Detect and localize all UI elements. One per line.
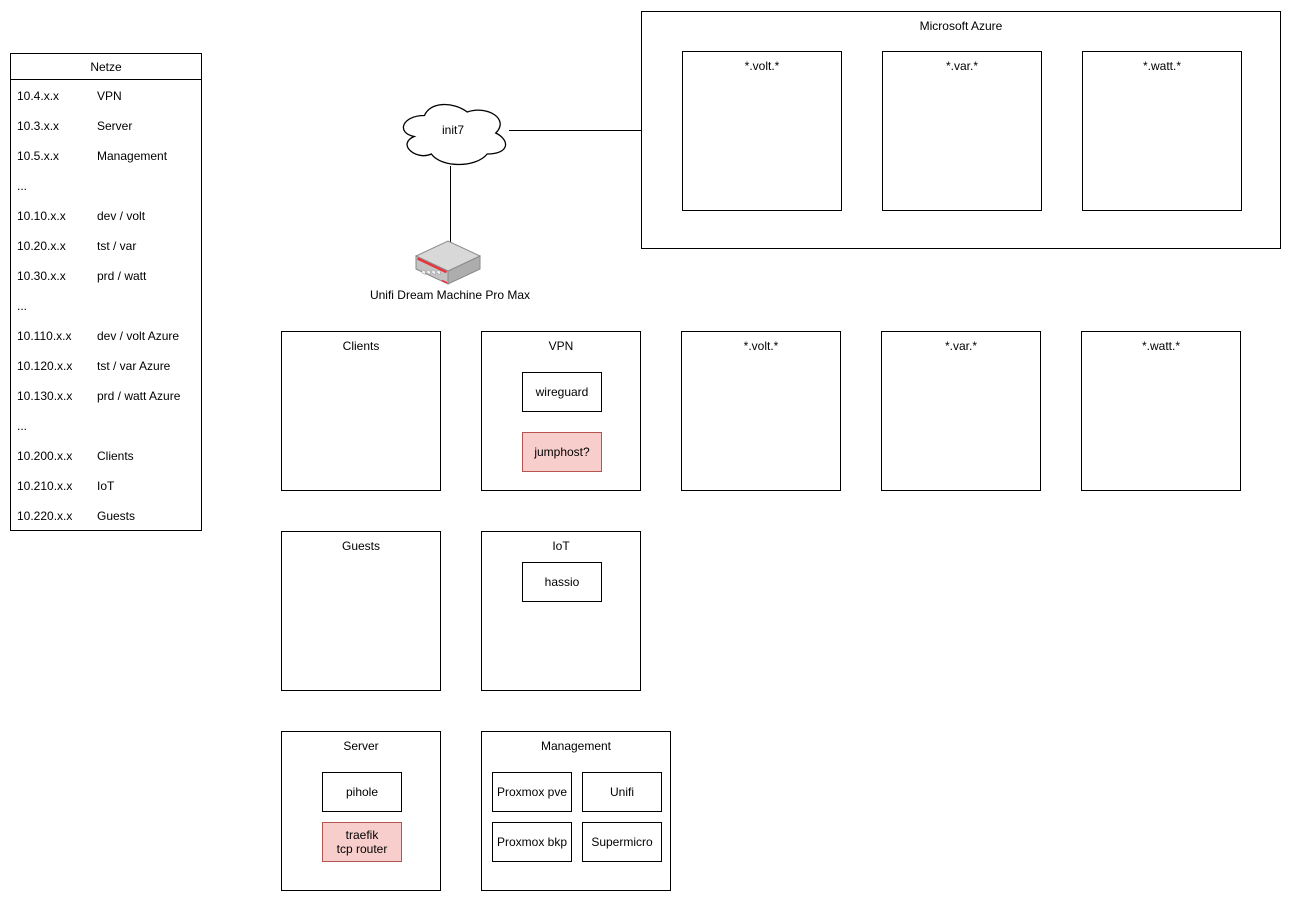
network-volt: *.volt.*	[681, 331, 841, 491]
internet-cloud-icon	[395, 97, 511, 169]
guests-title: Guests	[341, 539, 380, 553]
netze-row-ip: 10.3.x.x	[17, 119, 60, 133]
netze-row-ip: 10.30.x.x	[17, 269, 66, 283]
netze-row-ip: 10.200.x.x	[17, 449, 73, 463]
netze-row-ip: ...	[17, 299, 28, 313]
netze-table-rows: 10.4.x.x VPN 10.3.x.x Server 10.5.x.x Manag…	[11, 81, 201, 530]
node-supermicro: Supermicro	[582, 822, 662, 862]
netze-row-name: tst / var	[97, 239, 137, 253]
netze-row-ip: 10.130.x.x	[17, 389, 73, 403]
edge-cloud-to-azure	[509, 130, 641, 131]
netze-row: 10.220.x.x Guests	[11, 501, 201, 531]
var-title: *.var.*	[944, 339, 977, 353]
network-vpn: VPN wireguard jumphost?	[481, 331, 641, 491]
netze-row: 10.5.x.x Management	[11, 141, 201, 171]
netze-row-ip: 10.120.x.x	[17, 359, 73, 373]
node-hassio: hassio	[522, 562, 602, 602]
netze-row-name: prd / watt Azure	[97, 389, 181, 403]
netze-row-ip: 10.20.x.x	[17, 239, 66, 253]
netze-row-name: prd / watt	[97, 269, 147, 283]
netze-row-ip: 10.210.x.x	[17, 479, 73, 493]
netze-row: 10.110.x.x dev / volt Azure	[11, 321, 201, 351]
management-title: Management	[540, 739, 612, 753]
network-watt: *.watt.*	[1081, 331, 1241, 491]
server-title: Server	[343, 739, 379, 753]
udm-router-icon	[414, 239, 482, 285]
cloud-label: init7	[441, 123, 464, 137]
azure-title: Microsoft Azure	[919, 19, 1003, 33]
netze-row-name: Management	[97, 149, 168, 163]
netze-row: ...	[11, 411, 201, 441]
netze-row: 10.20.x.x tst / var	[11, 231, 201, 261]
netze-row-name: IoT	[97, 479, 115, 493]
netze-row-ip: 10.10.x.x	[17, 209, 66, 223]
node-wireguard: wireguard	[522, 372, 602, 412]
volt-title: *.volt.*	[743, 339, 779, 353]
netze-row-ip: 10.5.x.x	[17, 149, 60, 163]
network-management: Management Proxmox pve Unifi Proxmox bkp…	[481, 731, 671, 891]
netze-row-name: Guests	[97, 509, 136, 523]
network-iot: IoT hassio	[481, 531, 641, 691]
azure-box-var: *.var.*	[882, 51, 1042, 211]
azure-box-watt: *.watt.*	[1082, 51, 1242, 211]
netze-row-ip: 10.110.x.x	[17, 329, 72, 343]
netze-row: 10.3.x.x Server	[11, 111, 201, 141]
clients-title: Clients	[342, 339, 380, 353]
node-proxmox-pve: Proxmox pve	[492, 772, 572, 812]
netze-table-title: Netze	[11, 54, 201, 80]
network-var: *.var.*	[881, 331, 1041, 491]
netze-row-name: VPN	[97, 89, 122, 103]
netze-row-name: tst / var Azure	[97, 359, 171, 373]
watt-title: *.watt.*	[1141, 339, 1180, 353]
netze-row: 10.10.x.x dev / volt	[11, 201, 201, 231]
node-jumphost: jumphost?	[522, 432, 602, 472]
iot-title: IoT	[552, 539, 570, 553]
vpn-title: VPN	[548, 339, 574, 353]
node-unifi: Unifi	[582, 772, 662, 812]
netze-row: 10.130.x.x prd / watt Azure	[11, 381, 201, 411]
edge-cloud-to-router	[450, 166, 451, 244]
netze-row: 10.30.x.x prd / watt	[11, 261, 201, 291]
netze-row-ip: 10.4.x.x	[17, 89, 60, 103]
netze-row: 10.210.x.x IoT	[11, 471, 201, 501]
network-guests: Guests	[281, 531, 441, 691]
netze-row-name: Server	[97, 119, 133, 133]
netze-row-name: Clients	[97, 449, 134, 463]
netze-row-ip: ...	[17, 419, 28, 433]
azure-box-volt: *.volt.*	[682, 51, 842, 211]
netze-row-ip: 10.220.x.x	[17, 509, 73, 523]
node-pihole: pihole	[322, 772, 402, 812]
netze-row-name: dev / volt Azure	[97, 329, 180, 343]
node-traefik-tcp-router: traefik tcp router	[322, 822, 402, 862]
netze-row: 10.4.x.x VPN	[11, 81, 201, 111]
router-label: Unifi Dream Machine Pro Max	[369, 288, 531, 302]
network-clients: Clients	[281, 331, 441, 491]
netze-row: 10.200.x.x Clients	[11, 441, 201, 471]
netze-row: 10.120.x.x tst / var Azure	[11, 351, 201, 381]
netze-row-name: dev / volt	[97, 209, 146, 223]
netze-row: ...	[11, 171, 201, 201]
network-server: Server pihole traefik tcp router	[281, 731, 441, 891]
node-proxmox-bkp: Proxmox bkp	[492, 822, 572, 862]
azure-container: Microsoft Azure *.volt.* *.var.* *.watt.…	[641, 11, 1281, 249]
netze-table: Netze 10.4.x.x VPN 10.3.x.x Server 10.5.x.…	[10, 53, 202, 531]
netze-row-ip: ...	[17, 179, 28, 193]
netze-row: ...	[11, 291, 201, 321]
